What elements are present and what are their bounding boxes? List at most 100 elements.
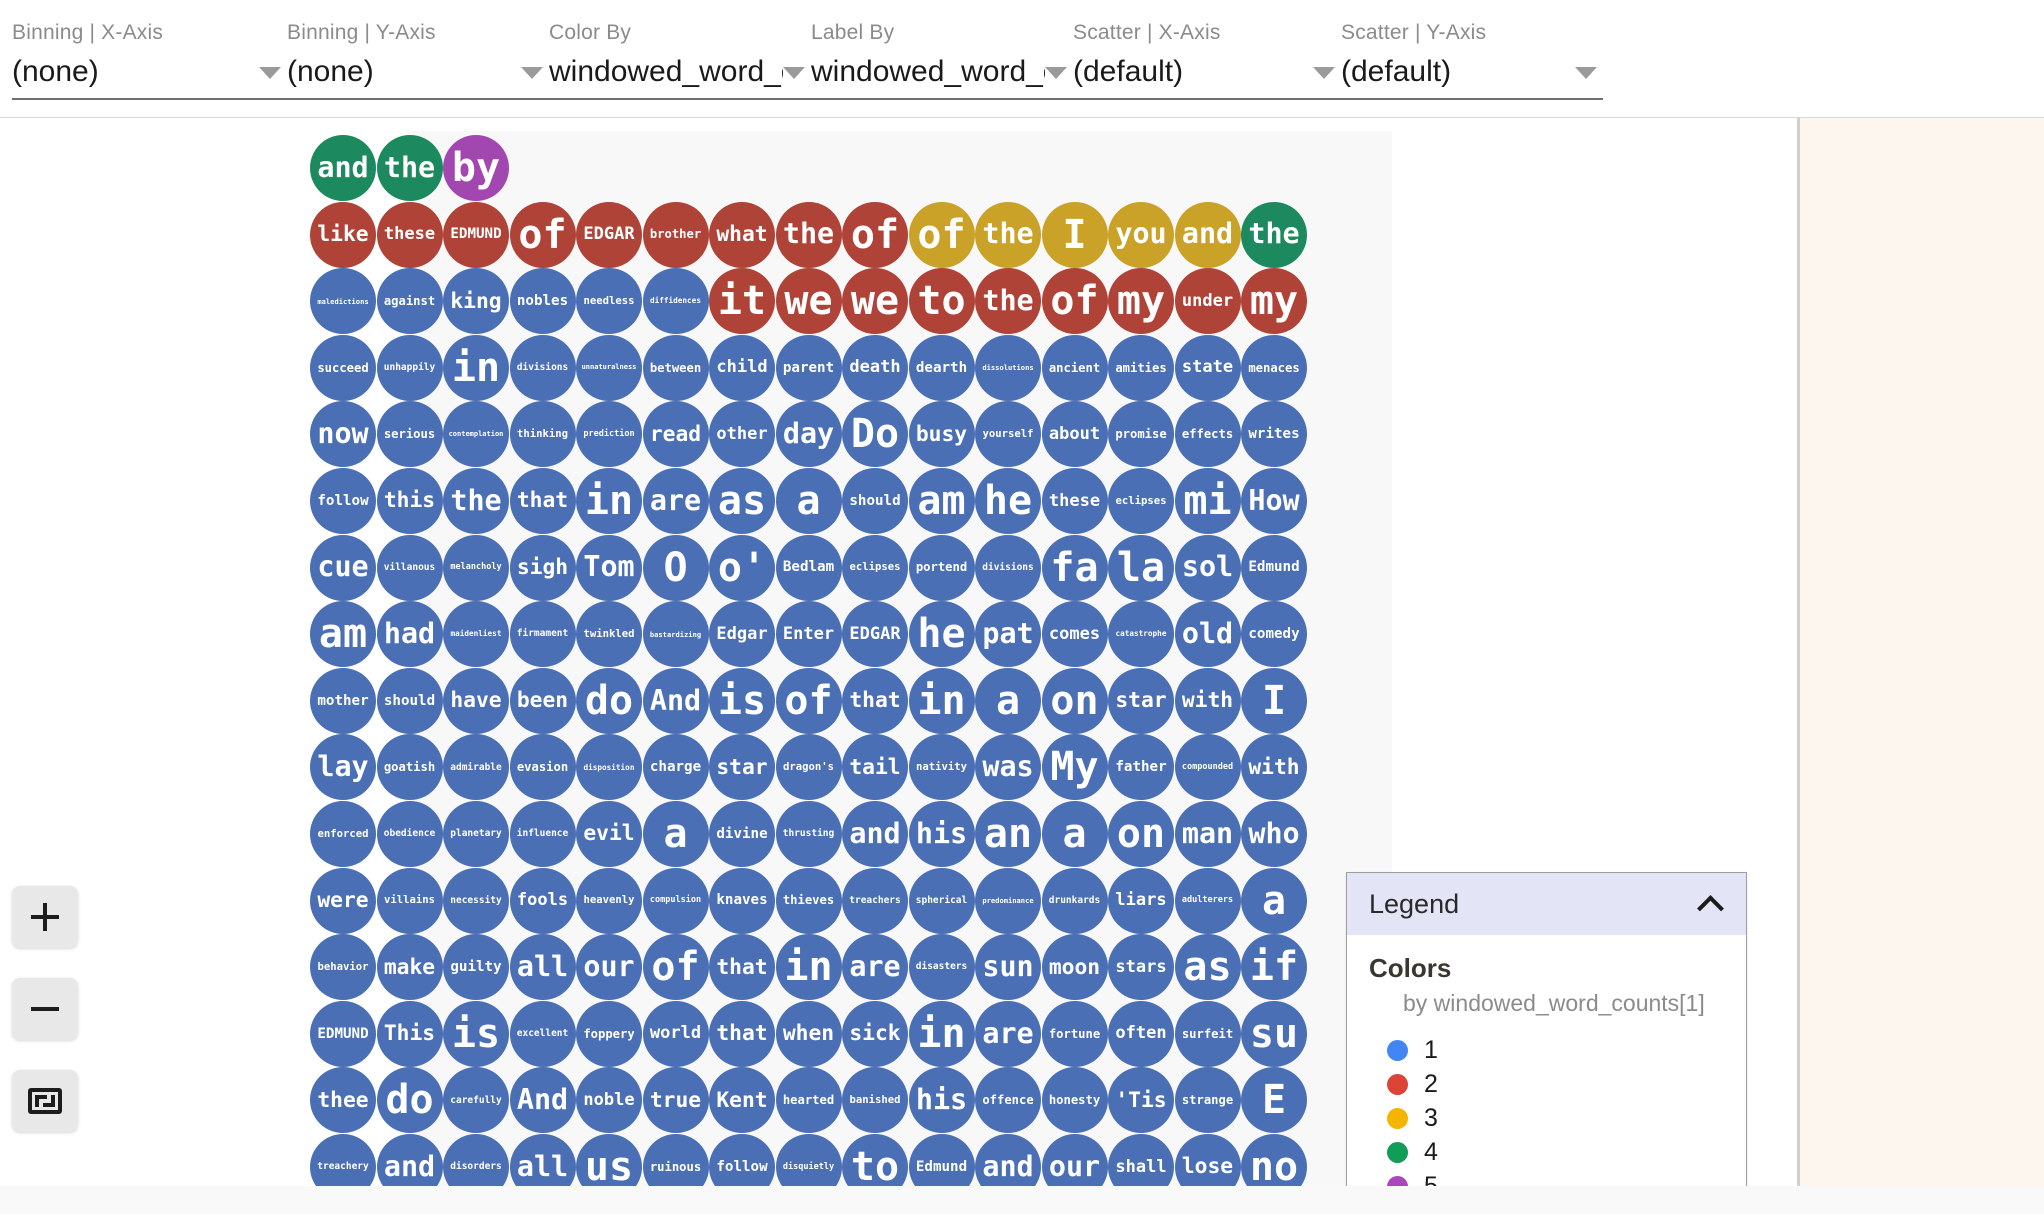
bubble-node[interactable]: sigh xyxy=(509,534,576,601)
bubble-node[interactable]: king xyxy=(443,268,509,335)
bubble-node[interactable]: with xyxy=(1174,667,1241,734)
bubble-node[interactable]: are xyxy=(642,468,709,534)
bubble-node[interactable]: that xyxy=(709,1000,775,1067)
bubble-node[interactable]: drunkards xyxy=(1041,867,1108,934)
bubble-node[interactable]: of xyxy=(1041,268,1108,335)
bubble-node[interactable]: he xyxy=(908,601,975,668)
bubble-node[interactable]: is xyxy=(709,667,775,734)
bubble-node[interactable]: fortune xyxy=(1041,1000,1108,1067)
bubble-node[interactable]: of xyxy=(908,201,975,268)
bubble-node[interactable]: in xyxy=(443,334,509,401)
bubble-node[interactable]: true xyxy=(642,1067,709,1134)
bubble-node[interactable]: read xyxy=(642,401,709,468)
bubble-node[interactable]: surfeit xyxy=(1174,1000,1241,1067)
bubble-node[interactable]: su xyxy=(1241,1000,1307,1067)
legend-item[interactable]: 3 xyxy=(1387,1101,1724,1135)
bubble-node[interactable]: serious xyxy=(376,401,443,468)
legend-header[interactable]: Legend xyxy=(1347,873,1746,935)
bubble-node[interactable]: now xyxy=(310,401,376,468)
bubble-node[interactable]: menaces xyxy=(1241,334,1307,401)
bubble-node[interactable]: compounded xyxy=(1174,734,1241,801)
bubble-node[interactable]: guilty xyxy=(443,934,509,1001)
chevron-down-icon[interactable] xyxy=(259,67,281,79)
bubble-node[interactable]: and xyxy=(842,801,908,867)
bubble-node[interactable]: comedy xyxy=(1241,601,1307,668)
bubble-node[interactable]: carefully xyxy=(443,1067,509,1134)
bubble-node[interactable]: promise xyxy=(1108,401,1174,468)
bubble-node[interactable]: unhappily xyxy=(376,334,443,401)
bubble-node[interactable]: of xyxy=(842,201,908,268)
bubble-node[interactable]: nativity xyxy=(908,734,975,801)
bubble-node[interactable]: Tom xyxy=(576,534,642,601)
bubble-node[interactable]: How xyxy=(1241,468,1307,534)
bubble-node[interactable]: day xyxy=(775,401,842,468)
bubble-node[interactable]: And xyxy=(642,667,709,734)
bubble-node[interactable]: behavior xyxy=(310,934,376,1001)
bubble-node[interactable]: EDGAR xyxy=(576,201,642,268)
bubble-node[interactable]: state xyxy=(1174,334,1241,401)
bubble-node[interactable]: his xyxy=(908,1067,975,1134)
legend-item[interactable]: 4 xyxy=(1387,1135,1724,1169)
bubble-node[interactable]: do xyxy=(376,1067,443,1134)
bubble-node[interactable]: brother xyxy=(642,201,709,268)
bubble-node[interactable]: was xyxy=(975,734,1041,801)
bubble-node[interactable]: are xyxy=(842,934,908,1001)
bubble-node[interactable]: catastrophe xyxy=(1108,601,1174,668)
bubble-node[interactable]: pat xyxy=(975,601,1041,668)
bubble-node[interactable]: Bedlam xyxy=(775,534,842,601)
bubble-node[interactable]: father xyxy=(1108,734,1174,801)
bubble-node[interactable]: you xyxy=(1108,201,1174,268)
bubble-node[interactable]: adulterers xyxy=(1174,867,1241,934)
zoom-out-button[interactable] xyxy=(12,978,78,1040)
bubble-node[interactable]: my xyxy=(1241,268,1307,335)
bubble-node[interactable]: he xyxy=(975,468,1041,534)
bubble-node[interactable]: we xyxy=(775,268,842,335)
bubble-node[interactable]: compulsion xyxy=(642,867,709,934)
bubble-node[interactable]: should xyxy=(376,667,443,734)
bubble-node[interactable]: his xyxy=(908,801,975,867)
bubble-node[interactable]: Do xyxy=(842,401,908,468)
bubble-node[interactable]: sol xyxy=(1174,534,1241,601)
bubble-node[interactable]: enforced xyxy=(310,801,376,867)
chevron-down-icon[interactable] xyxy=(1313,67,1335,79)
bubble-node[interactable]: treachers xyxy=(842,867,908,934)
bubble-node[interactable]: as xyxy=(709,468,775,534)
bubble-node[interactable]: effects xyxy=(1174,401,1241,468)
bubble-node[interactable]: do xyxy=(576,667,642,734)
bubble-node[interactable]: star xyxy=(1108,667,1174,734)
bubble-node[interactable]: And xyxy=(509,1067,576,1134)
bubble-node[interactable]: thee xyxy=(310,1067,376,1134)
bubble-node[interactable]: I xyxy=(1241,667,1307,734)
bubble-node[interactable]: and xyxy=(1174,201,1241,268)
bubble-node[interactable]: hearted xyxy=(775,1067,842,1134)
bubble-node[interactable]: twinkled xyxy=(576,601,642,668)
bubble-node[interactable]: about xyxy=(1041,401,1108,468)
bubble-node[interactable]: villains xyxy=(376,867,443,934)
bubble-node[interactable]: the xyxy=(975,201,1041,268)
bubble-node[interactable]: liars xyxy=(1108,867,1174,934)
bubble-node[interactable]: old xyxy=(1174,601,1241,668)
bubble-node[interactable]: in xyxy=(576,468,642,534)
bubble-node[interactable]: of xyxy=(509,201,576,268)
bubble-node[interactable]: in xyxy=(908,1000,975,1067)
bubble-node[interactable]: these xyxy=(376,201,443,268)
bubble-node[interactable]: by xyxy=(443,135,509,201)
bubble-node[interactable]: divisions xyxy=(975,534,1041,601)
bubble-node[interactable]: as xyxy=(1174,934,1241,1001)
bubble-node[interactable]: bastardizing xyxy=(642,601,709,668)
chevron-down-icon[interactable] xyxy=(1575,67,1597,79)
select-binning-x-axis[interactable]: (none) xyxy=(12,50,287,100)
bubble-node[interactable]: sun xyxy=(975,934,1041,1001)
legend-item[interactable]: 2 xyxy=(1387,1067,1724,1101)
bubble-node[interactable]: with xyxy=(1241,734,1307,801)
bubble-node[interactable]: that xyxy=(709,934,775,1001)
bubble-node[interactable]: sick xyxy=(842,1000,908,1067)
bubble-node[interactable]: these xyxy=(1041,468,1108,534)
select-scatter-y-axis[interactable]: (default) xyxy=(1341,50,1603,100)
bubble-node[interactable]: all xyxy=(509,934,576,1001)
bubble-node[interactable]: maidenliest xyxy=(443,601,509,668)
bubble-node[interactable]: amities xyxy=(1108,334,1174,401)
bubble-node[interactable]: like xyxy=(310,201,376,268)
bubble-node[interactable]: offence xyxy=(975,1067,1041,1134)
bubble-node[interactable]: fa xyxy=(1041,534,1108,601)
